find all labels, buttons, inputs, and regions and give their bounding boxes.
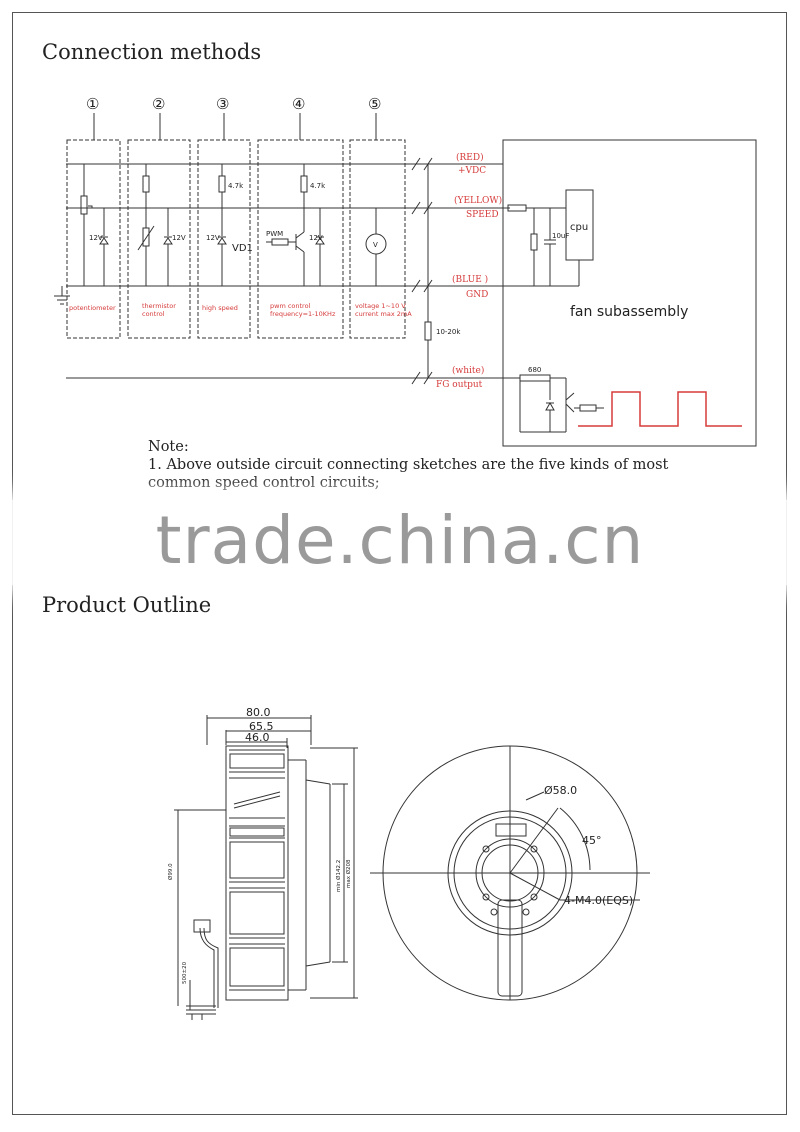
wire-white-label: (white) (452, 365, 484, 376)
label-potentiometer: potentiometer (69, 304, 116, 312)
watermark-band (0, 500, 800, 585)
cpu-label: cpu (570, 222, 588, 233)
pullup-label: 10-20k (436, 328, 461, 336)
fg-output-waveform (578, 391, 742, 427)
note-line-1: 1. Above outside circuit connecting sket… (148, 457, 669, 473)
wire-red-sub: +VDC (458, 166, 486, 176)
circuit-number-4: ④ (292, 95, 305, 113)
dim-d142: min Ø142.2 (335, 860, 342, 892)
voltmeter-label: V (373, 241, 378, 249)
circuit-number-5: ⑤ (368, 95, 381, 113)
watermark-text: trade.china.cn (155, 502, 645, 579)
resistor-680-label: 680 (528, 366, 541, 374)
label-high-speed: high speed (202, 304, 238, 312)
zener-label-3: 12V (206, 234, 220, 242)
wire-white-sub: FG output (436, 380, 483, 390)
note-line-2: common speed control circuits; (148, 475, 380, 491)
wire-yellow-sub: SPEED (466, 210, 499, 220)
fan-subassembly-title: fan subassembly (570, 304, 688, 320)
note-heading: Note: (148, 439, 189, 455)
circuit-numbers: ① ② ③ ④ ⑤ (86, 95, 381, 113)
vd1-label: VD1 (232, 243, 253, 254)
product-outline-title: Product Outline (42, 593, 212, 617)
label-pwm-2: frequency=1-10KHz (270, 310, 336, 318)
dim-46: 46.0 (245, 731, 270, 744)
resistor-label-4: 4.7k (310, 182, 326, 190)
dim-500: 500±20 (182, 961, 188, 984)
dim-d208: max Ø208 (345, 859, 352, 888)
label-thermistor-2: control (142, 310, 165, 318)
label-thermistor-1: thermistor (142, 302, 176, 310)
dim-d99: Ø99.0 (167, 863, 174, 880)
zener-label-2: 12V (172, 234, 186, 242)
wire-yellow-label: (YELLOW) (454, 195, 502, 206)
label-voltage-2: current max 2mA (355, 310, 412, 318)
zener-label-1: 12V (89, 234, 103, 242)
circuit-number-2: ② (152, 95, 165, 113)
dim-65-5: 65.5 (249, 720, 274, 733)
dim-45: 45° (582, 834, 602, 847)
front-view (370, 745, 650, 1001)
dim-d58: Ø58.0 (544, 784, 577, 797)
circuit-number-3: ③ (216, 95, 229, 113)
pwm-label: PWM (266, 230, 283, 238)
resistor-label-3: 4.7k (228, 182, 244, 190)
label-voltage-1: voltage 1~10 V (355, 302, 406, 310)
dim-80: 80.0 (246, 706, 271, 719)
label-pwm-1: pwm control (270, 302, 311, 310)
wire-red-label: (RED) (456, 152, 484, 163)
note-block: Note: 1. Above outside circuit connectin… (148, 438, 668, 492)
connection-methods-title: Connection methods (42, 40, 262, 64)
capacitor-label: 10uF (552, 232, 569, 240)
wire-blue-label: (BLUE ) (452, 274, 488, 285)
dim-m4: 4-M4.0(EQS) (564, 894, 633, 907)
zener-label-4: 12V (309, 234, 323, 242)
circuit-number-1: ① (86, 95, 99, 113)
wire-blue-sub: GND (466, 290, 488, 300)
